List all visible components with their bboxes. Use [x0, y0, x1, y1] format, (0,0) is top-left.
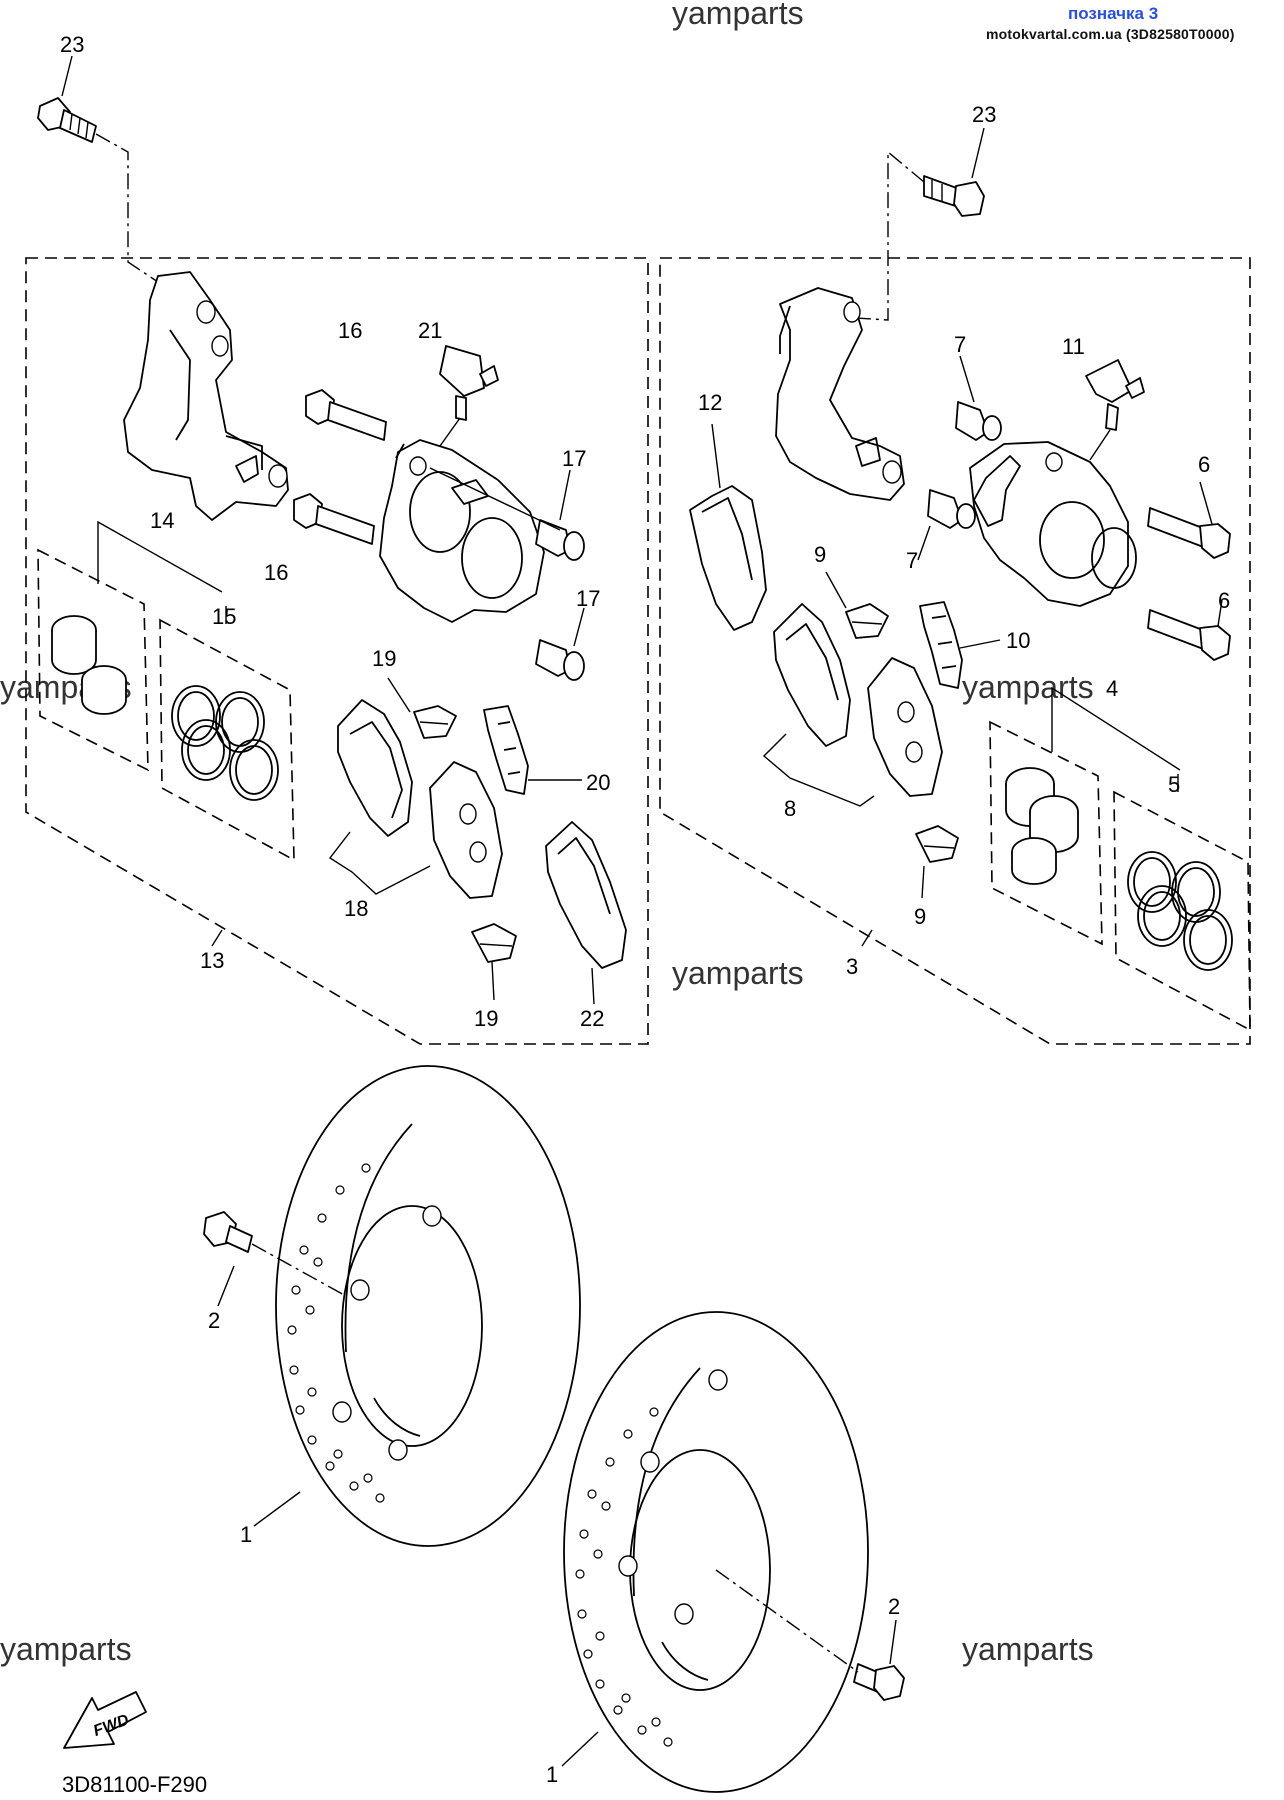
piston-set-14 — [51, 615, 127, 715]
callout-6: 6 — [1198, 452, 1210, 477]
callout-9: 9 — [814, 542, 826, 567]
pad-clip-19-lower — [471, 923, 517, 963]
callout-3: 3 — [846, 954, 858, 979]
callout-16: 16 — [338, 318, 362, 343]
seal-7-upper — [955, 401, 1002, 441]
callout-6: 6 — [1218, 588, 1230, 613]
watermark: yamparts — [672, 0, 804, 31]
seal-set-15 — [171, 685, 279, 801]
watermark: yamparts — [0, 1631, 132, 1667]
pad-clip-9-lower — [915, 825, 959, 863]
fwd-direction-arrow: FWD — [63, 1691, 147, 1749]
callout-5: 5 — [1168, 772, 1180, 797]
callout-16: 16 — [264, 560, 288, 585]
caliper-body-left — [379, 439, 545, 623]
callout-1: 1 — [240, 1522, 252, 1547]
pin-16-lower — [293, 493, 375, 545]
callout-11: 11 — [1062, 334, 1085, 359]
callout-19: 19 — [372, 646, 396, 671]
callout-17: 17 — [576, 586, 600, 611]
bleed-screw-21 — [439, 345, 499, 447]
callout-10: 10 — [1006, 628, 1030, 653]
brake-pad-18-a — [337, 699, 413, 837]
seal-set-5 — [1127, 851, 1233, 971]
callout-13: 13 — [200, 948, 224, 973]
right-caliper-assembly — [659, 127, 1251, 1045]
callout-18: 18 — [344, 896, 368, 921]
caliper-body-right — [969, 441, 1137, 607]
callout-7: 7 — [906, 548, 918, 573]
callout-21: 21 — [418, 318, 442, 343]
pin-16-upper — [305, 389, 387, 441]
bolt-23-left — [37, 97, 97, 143]
brake-disc-1-upper — [275, 1065, 581, 1547]
disc-bolt-2-upper — [203, 1211, 253, 1253]
header-link[interactable]: позначка 3 — [1068, 4, 1159, 23]
diagram-code: 3D81100-F290 — [62, 1772, 207, 1797]
callout-4: 4 — [1106, 676, 1118, 701]
seal-17-upper — [535, 519, 585, 561]
callout-15: 15 — [212, 604, 236, 629]
pin-6-upper — [1147, 507, 1231, 559]
bolt-23-right — [923, 175, 985, 217]
callout-17: 17 — [562, 446, 586, 471]
callout-22: 22 — [580, 1006, 604, 1031]
callout-14: 14 — [150, 508, 174, 533]
callout-12: 12 — [698, 390, 722, 415]
watermark: yamparts — [672, 955, 804, 991]
callout-20: 20 — [586, 770, 610, 795]
pad-shim-12 — [689, 485, 767, 631]
pin-6-lower — [1147, 609, 1231, 661]
callout-9: 9 — [914, 904, 926, 929]
header-site-reference: motokvartal.com.ua (3D82580T0000) — [986, 26, 1235, 42]
pad-spring-10 — [919, 601, 963, 689]
pad-shim-22 — [545, 821, 627, 969]
callout-19: 19 — [474, 1006, 498, 1031]
caliper-bracket-left — [123, 271, 289, 521]
watermark: yamparts — [962, 669, 1094, 705]
piston-set-4 — [1005, 767, 1079, 885]
callout-1: 1 — [546, 1762, 558, 1787]
pad-clip-9-upper — [845, 603, 889, 639]
caliper-bracket-right — [775, 287, 905, 501]
pad-spring-20 — [483, 705, 529, 795]
left-caliper-assembly — [25, 55, 649, 1045]
callout-8: 8 — [784, 796, 796, 821]
brake-pad-8-a — [773, 603, 851, 747]
brake-pad-18-b — [429, 761, 503, 899]
callout-7: 7 — [954, 332, 966, 357]
watermark: yamparts — [962, 1631, 1094, 1667]
callout-23: 23 — [972, 102, 996, 127]
seal-7-lower — [927, 489, 976, 529]
brake-pad-8-b — [867, 657, 943, 797]
disc-bolt-2-lower — [853, 1663, 905, 1701]
callout-2: 2 — [888, 1594, 900, 1619]
pad-clip-19-upper — [413, 705, 457, 739]
seal-17-lower — [535, 639, 585, 681]
callout-23: 23 — [60, 32, 84, 57]
bleed-screw-11 — [1085, 359, 1145, 461]
callout-2: 2 — [208, 1308, 220, 1333]
brake-disc-1-lower — [563, 1311, 869, 1793]
callout-labels: 23 23 16 16 21 17 17 14 15 19 20 18 13 1… — [60, 32, 1230, 1787]
